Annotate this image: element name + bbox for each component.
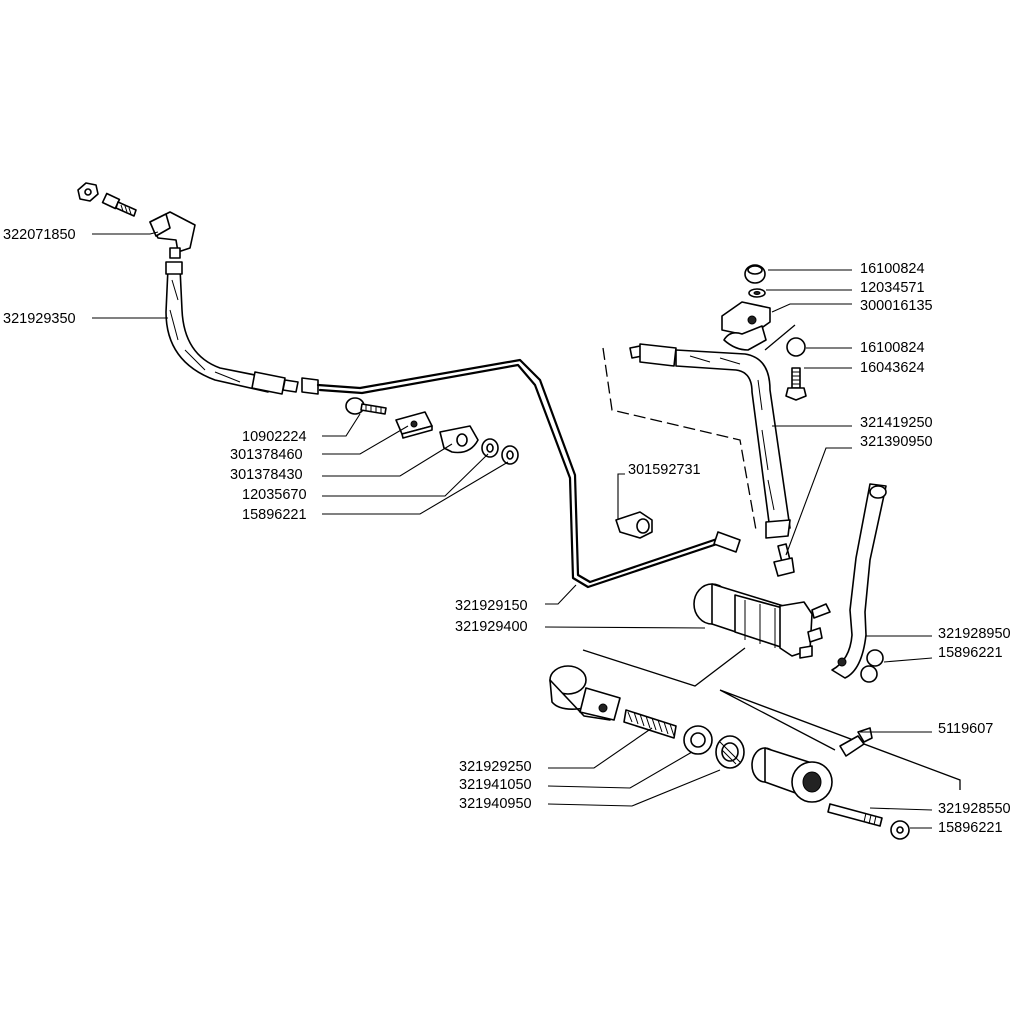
label-10902224: 10902224: [242, 429, 307, 445]
label-16043624: 16043624: [860, 360, 925, 376]
screw-16043624: [785, 367, 807, 401]
label-321929350: 321929350: [3, 311, 76, 327]
label-321419250: 321419250: [860, 415, 933, 431]
reservoir-cap-321929250: [549, 665, 621, 721]
part-labels: 322071850 321929350 10902224 301378460 3…: [3, 227, 1011, 836]
nut-16100824-a: [744, 264, 766, 284]
bolt-fitting-top-left: [101, 192, 137, 217]
washer-12035670: [481, 438, 499, 458]
dashed-group-outline: [602, 347, 757, 531]
bleed-screw-321390950: [773, 543, 795, 577]
hose-right: [629, 343, 791, 539]
clamp-block-301378460: [395, 411, 433, 439]
hose-left: [165, 261, 299, 395]
label-321928550: 321928550: [938, 801, 1011, 817]
label-15896221-b: 15896221: [938, 645, 1003, 661]
label-15896221-c: 15896221: [938, 820, 1003, 836]
label-5119607: 5119607: [938, 721, 993, 737]
washer-12034571: [748, 288, 766, 298]
seal-321941050: [683, 725, 713, 755]
bracket-300016135: [721, 301, 771, 351]
nut-15896221-a: [501, 445, 519, 465]
label-321929250: 321929250: [459, 759, 532, 775]
label-12034571: 12034571: [860, 280, 925, 296]
label-300016135: 300016135: [860, 298, 933, 314]
metal-brake-pipe: [301, 358, 741, 589]
leader-lines: [92, 231, 933, 829]
label-12035670: 12035670: [242, 487, 307, 503]
clip-301592731: [615, 511, 653, 539]
group-line-bracket: [764, 324, 796, 351]
label-15896221-a: 15896221: [242, 507, 307, 523]
label-321390950: 321390950: [860, 434, 933, 450]
label-322071850: 322071850: [3, 227, 76, 243]
assembly-bracket: [582, 647, 961, 790]
pedal-arm-321928950: [831, 483, 887, 679]
label-321928950: 321928950: [938, 626, 1011, 642]
label-301378430: 301378430: [230, 467, 303, 483]
nut-fitting-top-left: [77, 182, 99, 202]
label-321941050: 321941050: [459, 777, 532, 793]
label-321929400: 321929400: [455, 619, 528, 635]
elbow-banjo-fitting: [149, 211, 196, 259]
label-301592731: 301592731: [628, 462, 701, 478]
pin-321928550: [827, 803, 883, 827]
nut-15896221-c: [890, 820, 910, 840]
nut-16100824-b: [786, 337, 806, 357]
label-301378460: 301378460: [230, 447, 303, 463]
nuts-15896221-b: [860, 649, 884, 683]
clamp-301378430: [439, 425, 479, 454]
label-16100824-b: 16100824: [860, 340, 925, 356]
seal-321940950: [715, 735, 745, 769]
spring-321929250: [623, 709, 677, 739]
push-rod-piston: [751, 747, 833, 803]
label-321940950: 321940950: [459, 796, 532, 812]
label-16100824-a: 16100824: [860, 261, 925, 277]
label-321929150: 321929150: [455, 598, 528, 614]
bolt-10902224: [345, 397, 387, 415]
master-cylinder-321929400: [693, 583, 831, 659]
